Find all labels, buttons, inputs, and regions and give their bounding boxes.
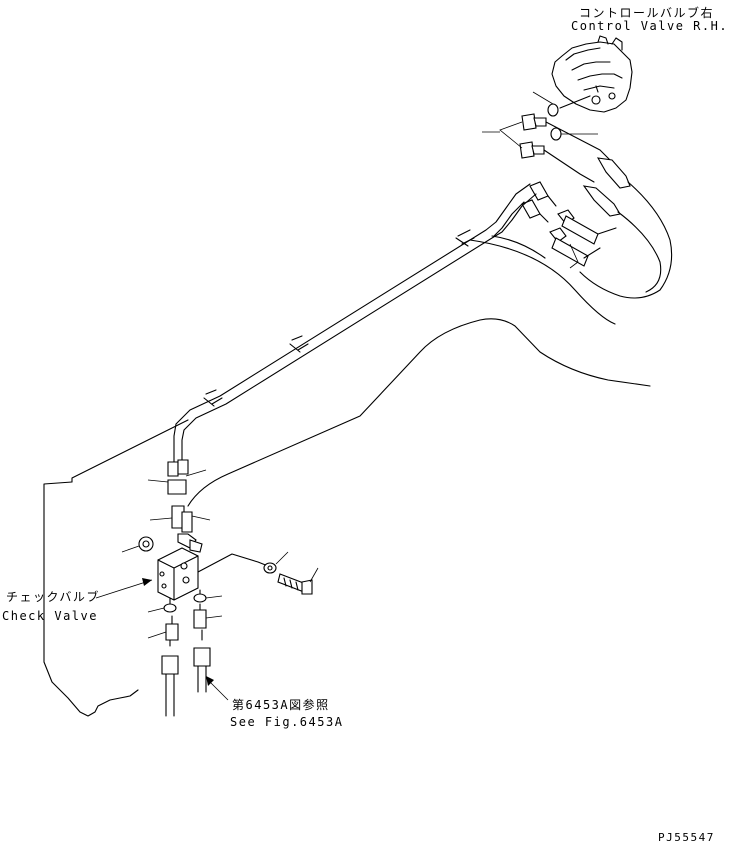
lower-connectors [147,603,223,641]
frame-outline [43,235,651,717]
hose-assemblies-right [549,157,673,299]
see-fig-label-en: See Fig.6453A [230,715,344,729]
check-valve-adapters [121,505,211,553]
tube-lower-fittings [147,459,207,495]
tube-end-connectors [521,181,557,223]
o-rings-upper [532,91,598,141]
washer-bolt [263,551,319,595]
o-rings-lower [147,589,223,613]
leader-arrows [95,578,229,701]
control-valve-rh [551,35,633,113]
drawing-code: PJ55547 [658,831,715,844]
steel-tubes [173,183,537,463]
check-valve-label-en: Check Valve [2,609,98,623]
control-valve-label-jp: コントロールバルブ右 [579,6,715,20]
see-fig-label-jp: 第6453A図参照 [232,698,330,712]
check-valve-body [157,547,269,601]
elbow-fittings-upper [482,113,613,183]
check-valve-label-jp: チェックバルブ [6,590,100,604]
lower-hose-ends [161,629,211,717]
control-valve-label-en: Control Valve R.H. [571,19,729,33]
